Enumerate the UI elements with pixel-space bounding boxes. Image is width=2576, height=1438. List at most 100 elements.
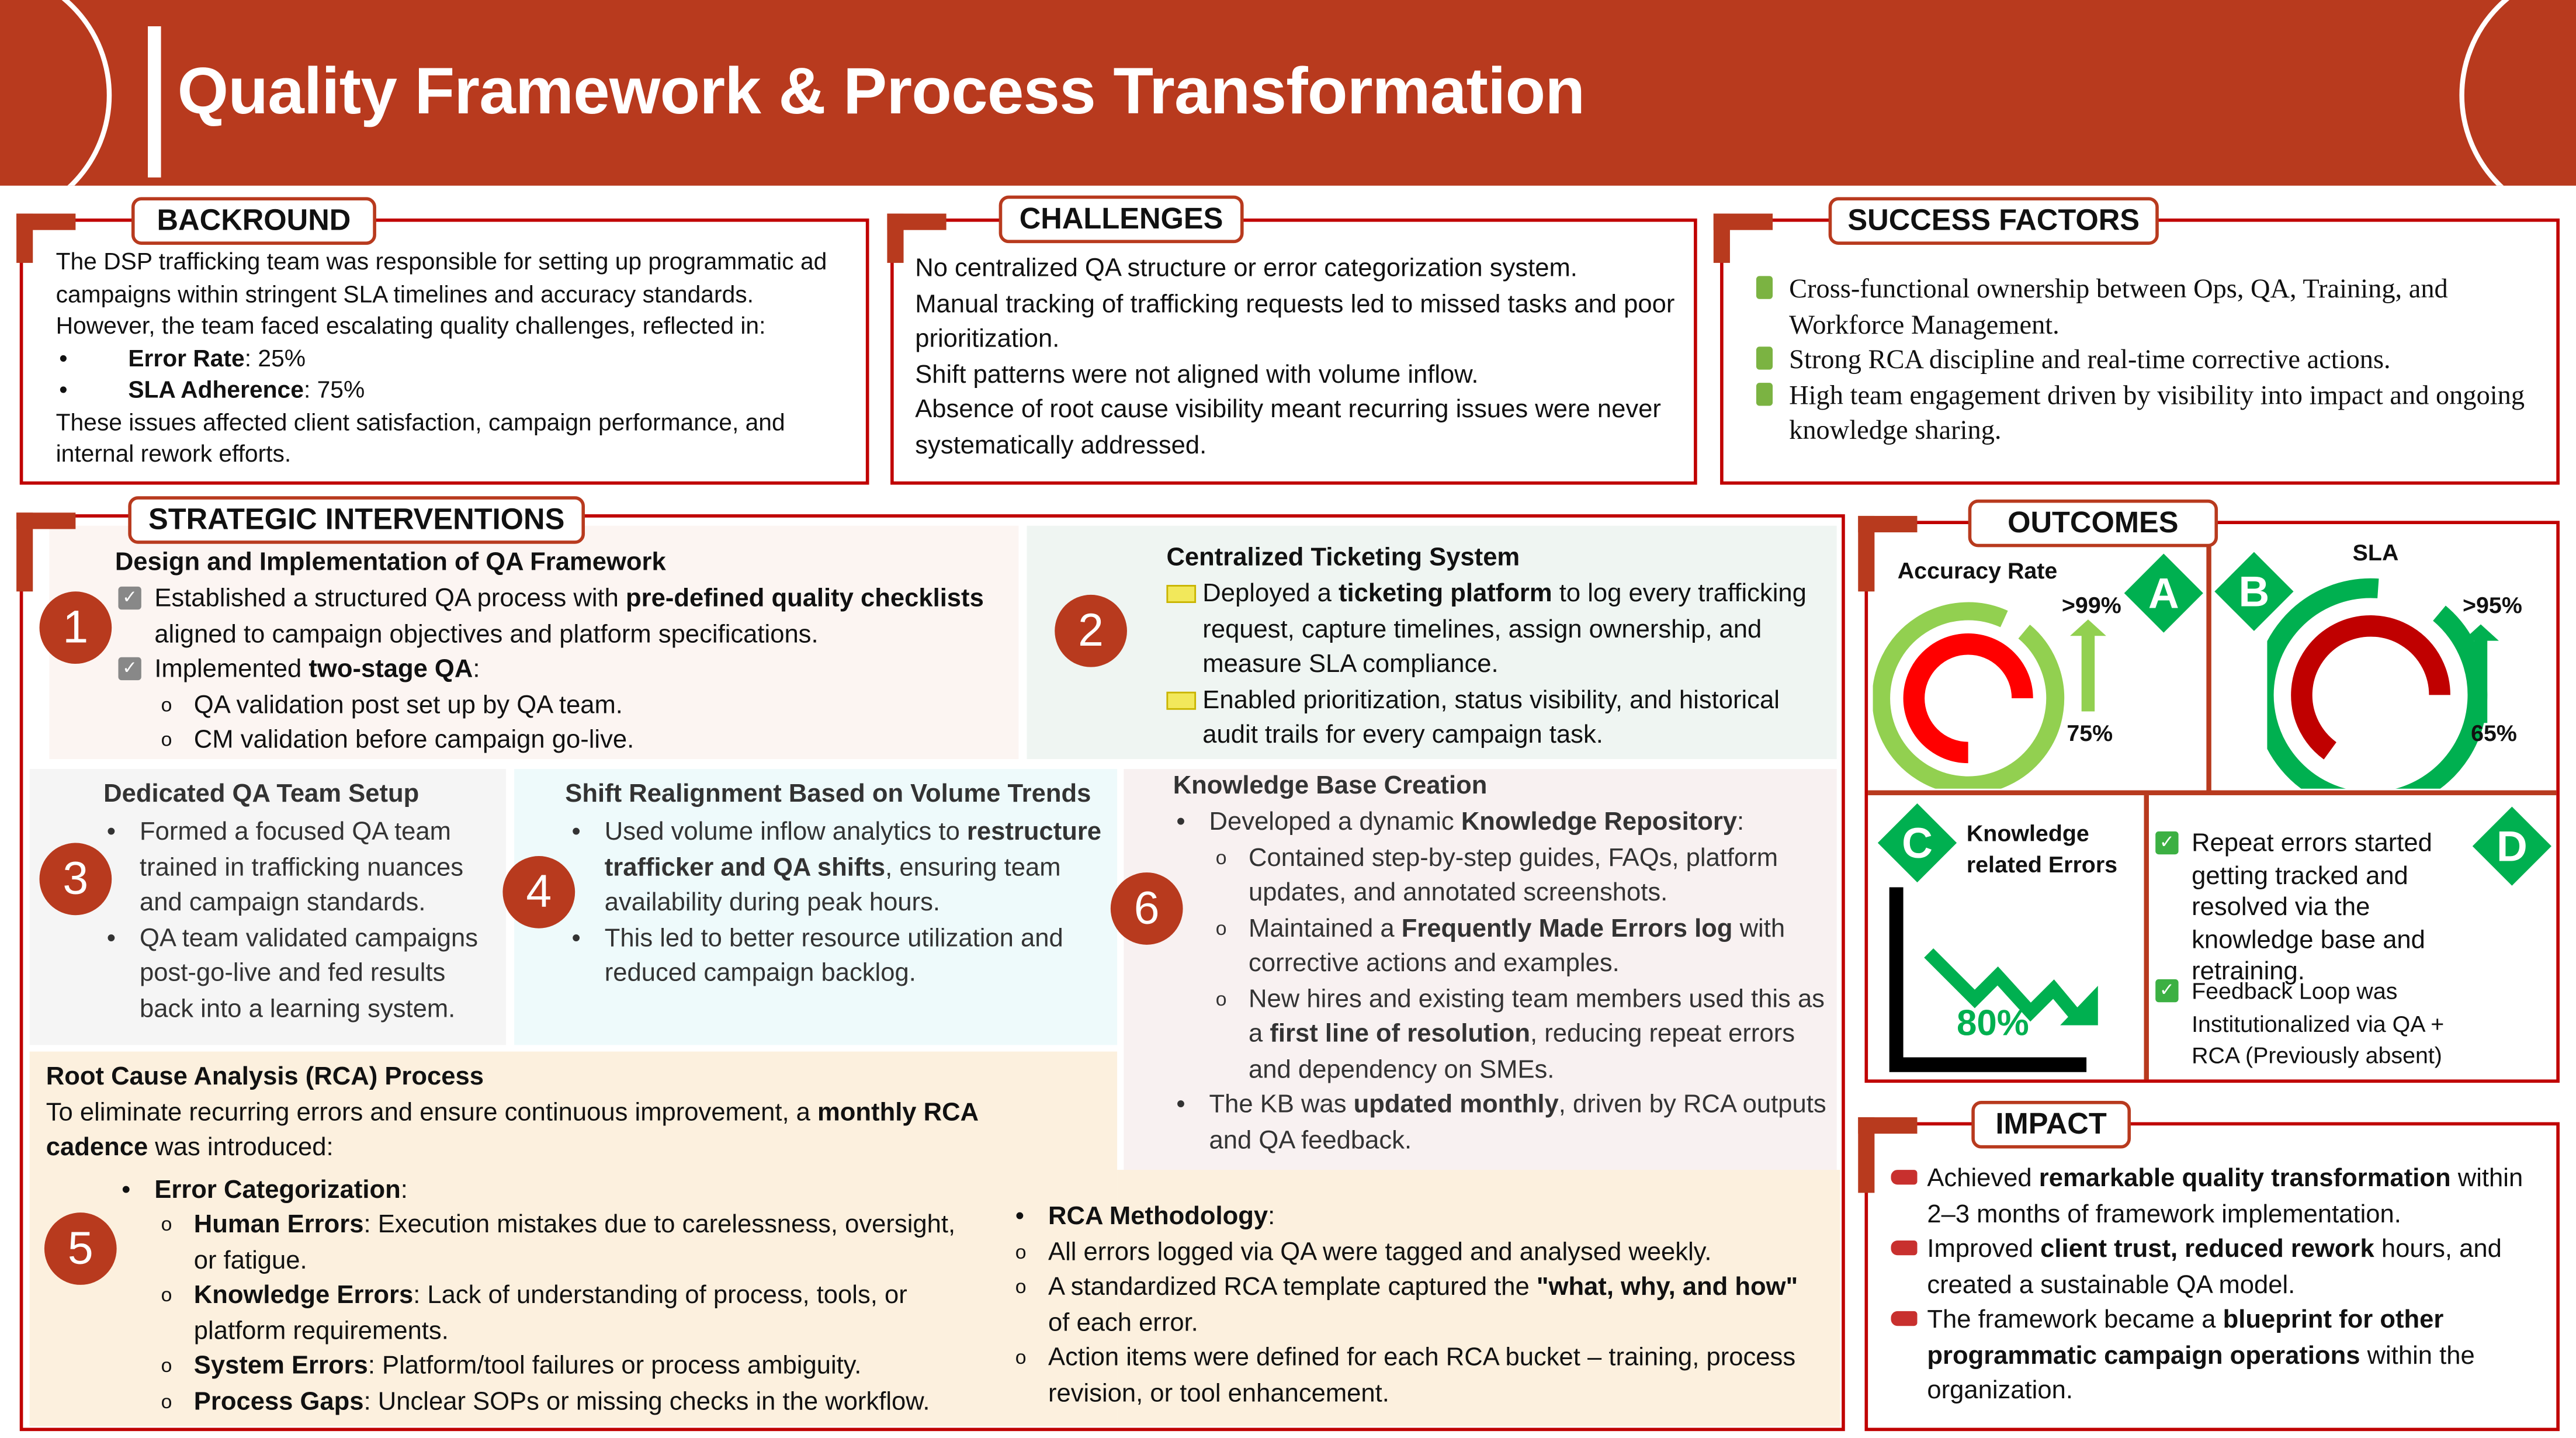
text-segment: A standardized RCA template captured the [1048,1273,1537,1302]
text-segment: updated monthly [1353,1091,1559,1119]
success-text: Cross-functional ownership between Ops, … [1789,272,2448,339]
text-segment: RCA Methodology [1048,1203,1268,1231]
sub-item: Contained step-by-step guides, FAQs, pla… [1212,840,1830,911]
battery-icon [1756,276,1773,299]
sub-item: All errors logged via QA were tagged and… [1012,1235,1801,1270]
up-arrow-icon [2069,619,2106,712]
corner-bracket [1713,213,1773,263]
downtrend-chart-icon [1889,887,2098,1072]
text-segment: Frequently Made Errors log [1401,914,1733,943]
header-banner: Quality Framework & Process Transformati… [0,0,2576,186]
text-segment: aligned to campaign objectives and platf… [154,620,819,649]
text-segment: Established a structured QA process with [154,585,626,613]
background-outro: These issues affected client satisfactio… [56,410,785,469]
target-value: >95% [2463,591,2522,618]
text-segment: , ensuring team availability during peak… [604,853,1061,917]
divider [2206,525,2211,792]
intervention-item: Developed a dynamic Knowledge Repository… [1173,805,1830,840]
checkbox-icon: ✓ [118,657,141,681]
text-segment: Contained step-by-step guides, FAQs, pla… [1249,843,1778,907]
text-segment: Knowledge Repository [1461,808,1738,837]
up-arrow-icon [2463,624,2499,723]
text-segment: Action items were defined for each RCA b… [1048,1344,1796,1408]
decor-circle [2459,0,2576,186]
text-segment: hours, and created a sustainable QA mode… [1927,1235,2502,1299]
step-number-badge: 1 [39,591,112,664]
text-segment: : [1737,808,1745,837]
step-number-badge: 4 [502,855,575,928]
intervention-title: Shift Realignment Based on Volume Trends [565,780,1091,809]
text-segment: : [1268,1203,1275,1231]
sub-item: Human Errors: Execution mistakes due to … [158,1208,973,1278]
metric-item: SLA Adherence: 75% [56,376,853,408]
step-number-badge: 2 [1055,594,1127,667]
text-segment: Achieved [1927,1165,2039,1193]
text-segment: Implemented [154,655,309,684]
section-label: OUTCOMES [1968,499,2218,548]
sla-gauge [2267,578,2499,789]
success-item: Cross-functional ownership between Ops, … [1756,271,2529,342]
section-label: IMPACT [1971,1100,2131,1149]
accuracy-gauge [1873,602,2106,789]
text-segment: System Errors [193,1352,368,1380]
text-segment: Knowledge Errors [193,1281,414,1310]
text-segment: : Execution mistakes due to carelessness… [193,1211,956,1274]
text-segment: restructure trafficker and QA shifts [604,818,1102,882]
step-number-badge: 5 [44,1212,117,1285]
reduction-value: 80% [1956,1002,2029,1044]
outcome-item: Feedback Loop was Institutionalized via … [2192,978,2445,1068]
text-segment: : Lack of understanding of process, tool… [193,1281,907,1345]
impact-item: The framework became a blueprint for oth… [1891,1303,2548,1409]
intervention-item: QA team validated campaigns post-go-live… [103,921,506,1027]
challenges-section: No centralized QA structure or error cat… [890,218,1697,485]
text-segment: , reducing repeat errors and dependency … [1249,1020,1795,1084]
text-segment: Process Gaps [193,1387,364,1416]
text-segment: : [400,1175,408,1204]
text-segment: Maintained a [1249,914,1402,943]
section-label: STRATEGIC INTERVENTIONS [128,496,585,544]
intervention-title: Root Cause Analysis (RCA) Process [46,1063,484,1092]
text-segment: : Unclear SOPs or missing checks in the … [363,1387,930,1416]
divider [1868,790,2557,795]
text-segment: New hires and existing team members used… [1249,985,1825,1048]
text-segment: To eliminate recurring errors and ensure… [46,1098,818,1127]
challenge-item: Manual tracking of trafficking requests … [915,290,1675,354]
text-segment: "what, why, and how" [1536,1273,1798,1302]
battery-icon [1756,382,1773,406]
intervention-item: Established a structured QA process with… [154,585,984,648]
sub-item: New hires and existing team members used… [1212,982,1830,1087]
challenge-item: No centralized QA structure or error cat… [915,254,1578,283]
before-ring [2291,615,2450,760]
sub-item: Knowledge Errors: Lack of understanding … [158,1278,973,1349]
text-segment: : Platform/tool failures or process ambi… [367,1352,862,1380]
decor-circle [0,0,112,186]
baseline-value: 65% [2471,719,2517,746]
section-label: BACKROUND [131,197,376,245]
text-segment: Error Rate [128,345,245,372]
sub-item: Process Gaps: Unclear SOPs or missing ch… [158,1384,973,1419]
text-segment: within the organization. [1927,1341,2475,1405]
intervention-title: Design and Implementation of QA Framewor… [115,549,666,577]
intervention-title: Centralized Ticketing System [1166,543,1520,572]
challenge-item: Shift patterns were not aligned with vol… [915,361,1479,389]
text-segment: All errors logged via QA were tagged and… [1048,1238,1712,1266]
corner-bracket [1858,1117,1918,1193]
intervention-1: Design and Implementation of QA Framewor… [49,525,1019,760]
text-segment: Enabled prioritization, status visibilit… [1202,685,1780,750]
text-segment: two-stage QA [308,655,473,684]
text-segment: : [473,655,480,684]
corner-bracket [1858,515,1918,592]
rca-subheading: RCA Methodology: [1012,1200,1801,1235]
sub-item: A standardized RCA template captured the… [1012,1270,1801,1341]
text-segment: Deployed a [1202,580,1339,608]
boxing-glove-icon [1891,1240,1918,1256]
text-segment: SLA Adherence [128,377,304,404]
impact-text: The framework became a blueprint for oth… [1927,1306,2474,1405]
intervention-item: Implemented two-stage QA: [154,656,480,684]
success-item: Strong RCA discipline and real-time corr… [1756,342,2529,377]
intervention-item: Used volume inflow analytics to restruct… [568,815,1111,921]
impact-text: Achieved remarkable quality transformati… [1927,1165,2523,1228]
rca-subheading: Error Categorization: [118,1172,972,1207]
metric-item: Error Rate: 25% [56,344,853,376]
sub-item: System Errors: Platform/tool failures or… [158,1349,973,1384]
